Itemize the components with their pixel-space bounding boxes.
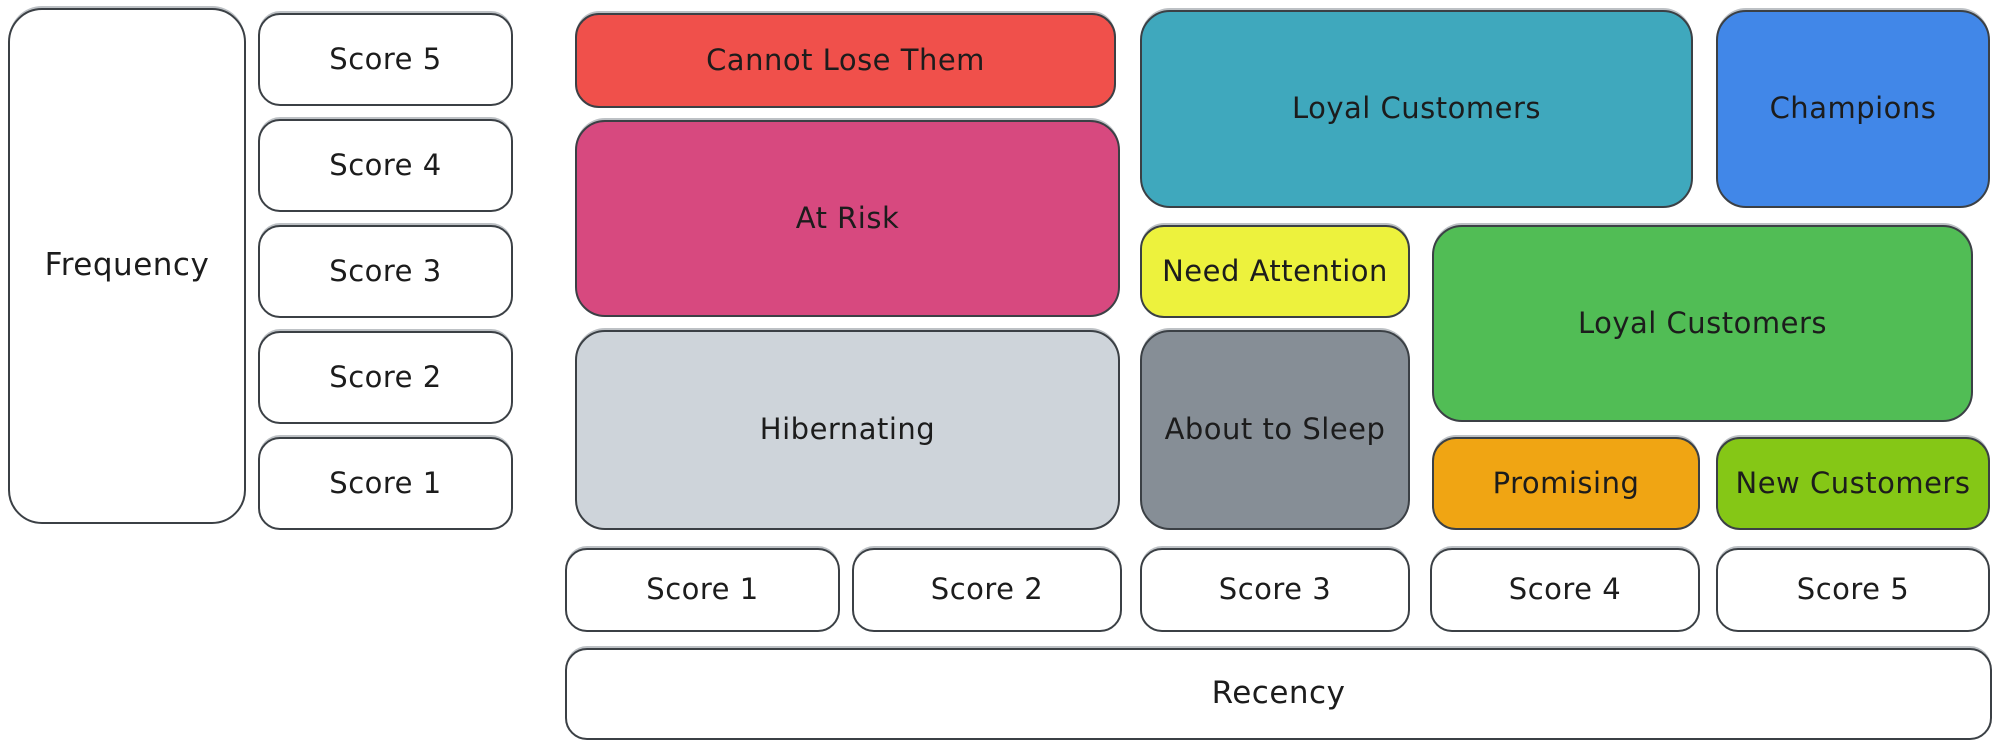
- frequency-axis-label-box: Frequency: [8, 8, 246, 524]
- frequency-score-1-label: Score 1: [329, 465, 442, 500]
- recency-score-5-label: Score 5: [1796, 572, 1910, 607]
- segment-cannot-lose-them-label: Cannot Lose Them: [706, 42, 985, 77]
- segment-champions-label: Champions: [1769, 91, 1937, 126]
- frequency-score-3-label: Score 3: [329, 253, 442, 288]
- recency-score-2-box: Score 2: [852, 548, 1122, 632]
- segment-new-customers-label: New Customers: [1735, 465, 1971, 500]
- segment-at-risk-label: At Risk: [795, 200, 900, 235]
- segment-cannot-lose-them: Cannot Lose Them: [575, 13, 1116, 108]
- segment-hibernating-label: Hibernating: [759, 412, 936, 447]
- recency-axis-label: Recency: [1211, 675, 1346, 712]
- frequency-score-4-label: Score 4: [329, 147, 442, 182]
- frequency-score-3-box: Score 3: [258, 225, 513, 318]
- frequency-score-5-box: Score 5: [258, 13, 513, 106]
- segment-loyal-customers-mid: Loyal Customers: [1432, 225, 1973, 422]
- segment-need-attention-label: Need Attention: [1162, 253, 1388, 288]
- frequency-score-1-box: Score 1: [258, 437, 513, 530]
- segment-need-attention: Need Attention: [1140, 225, 1410, 318]
- segment-loyal-customers-top-label: Loyal Customers: [1291, 91, 1542, 126]
- segment-loyal-customers-mid-label: Loyal Customers: [1577, 305, 1828, 340]
- frequency-axis-label: Frequency: [44, 247, 210, 284]
- segment-at-risk: At Risk: [575, 120, 1120, 317]
- recency-score-3-label: Score 3: [1218, 572, 1332, 607]
- recency-score-1-box: Score 1: [565, 548, 840, 632]
- recency-score-2-label: Score 2: [930, 572, 1044, 607]
- segment-new-customers: New Customers: [1716, 437, 1990, 530]
- recency-score-4-label: Score 4: [1508, 572, 1622, 607]
- recency-axis-label-box: Recency: [565, 648, 1992, 740]
- recency-score-1-label: Score 1: [646, 572, 759, 607]
- segment-promising: Promising: [1432, 437, 1700, 530]
- segment-champions: Champions: [1716, 10, 1990, 208]
- segment-hibernating: Hibernating: [575, 330, 1120, 530]
- recency-score-5-box: Score 5: [1716, 548, 1990, 632]
- segment-promising-label: Promising: [1492, 465, 1640, 500]
- segment-about-to-sleep: About to Sleep: [1140, 330, 1410, 530]
- segment-loyal-customers-top: Loyal Customers: [1140, 10, 1693, 208]
- frequency-score-2-box: Score 2: [258, 331, 513, 424]
- recency-score-4-box: Score 4: [1430, 548, 1700, 632]
- frequency-score-4-box: Score 4: [258, 119, 513, 212]
- recency-score-3-box: Score 3: [1140, 548, 1410, 632]
- frequency-score-2-label: Score 2: [329, 359, 442, 394]
- frequency-score-5-label: Score 5: [329, 41, 442, 76]
- segment-about-to-sleep-label: About to Sleep: [1164, 412, 1386, 447]
